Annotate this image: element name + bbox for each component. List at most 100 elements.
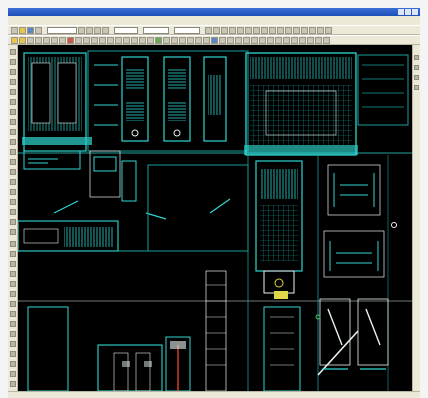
- rectangle-icon[interactable]: [59, 36, 66, 44]
- mirror-tool-icon[interactable]: [10, 261, 16, 267]
- array-tool-icon[interactable]: [10, 281, 16, 287]
- trim-tool-icon[interactable]: [10, 331, 16, 337]
- redo-icon[interactable]: [19, 36, 26, 44]
- layer-properties-icon[interactable]: [78, 26, 85, 34]
- fillet-tool-icon[interactable]: [10, 381, 16, 387]
- text-style-icon[interactable]: [414, 85, 419, 90]
- dimension-linear-icon[interactable]: [293, 26, 300, 34]
- dimension-aligned-icon[interactable]: [301, 26, 308, 34]
- table-icon[interactable]: [10, 219, 16, 225]
- move-icon[interactable]: [107, 36, 114, 44]
- tool-palette-icon[interactable]: [253, 26, 260, 34]
- plot-icon[interactable]: [307, 36, 314, 44]
- zoom-previous-icon[interactable]: [221, 26, 228, 34]
- break-icon[interactable]: [10, 351, 16, 357]
- line-tool-icon[interactable]: [10, 49, 16, 55]
- erase-icon[interactable]: [67, 36, 74, 44]
- layer-previous-icon[interactable]: [94, 26, 101, 34]
- point-icon[interactable]: [10, 179, 16, 185]
- save-icon[interactable]: [27, 26, 34, 34]
- arc-tool-icon[interactable]: [10, 99, 16, 105]
- design-center-icon[interactable]: [245, 26, 252, 34]
- grid-icon[interactable]: [235, 36, 242, 44]
- insert-block-icon[interactable]: [10, 159, 16, 165]
- layout-icon[interactable]: [291, 36, 298, 44]
- hatch-icon[interactable]: [155, 36, 162, 44]
- lineweight-combo[interactable]: [174, 26, 200, 34]
- erase-tool-icon[interactable]: [10, 241, 16, 247]
- zoom-window-icon[interactable]: [213, 26, 220, 34]
- markup-icon[interactable]: [269, 26, 276, 34]
- mirror-icon[interactable]: [83, 36, 90, 44]
- text-icon[interactable]: [163, 36, 170, 44]
- rotate-tool-icon[interactable]: [10, 301, 16, 307]
- scale-icon[interactable]: [123, 36, 130, 44]
- chamfer-icon[interactable]: [203, 36, 210, 44]
- offset-icon[interactable]: [91, 36, 98, 44]
- insert-icon[interactable]: [179, 36, 186, 44]
- layer-state-icon[interactable]: [86, 26, 93, 34]
- ellipse-icon[interactable]: [10, 139, 16, 145]
- zoom-realtime-icon[interactable]: [205, 26, 212, 34]
- print-icon[interactable]: [35, 26, 42, 34]
- spline-icon[interactable]: [10, 129, 16, 135]
- properties-icon[interactable]: [237, 26, 244, 34]
- explode-icon[interactable]: [187, 36, 194, 44]
- ortho-icon[interactable]: [243, 36, 250, 44]
- open-folder-icon[interactable]: [19, 26, 26, 34]
- maximize-button[interactable]: [405, 9, 411, 15]
- construction-line-icon[interactable]: [10, 59, 16, 65]
- polyline-icon[interactable]: [35, 36, 42, 44]
- circle-tool-icon[interactable]: [10, 109, 16, 115]
- polar-icon[interactable]: [251, 36, 258, 44]
- layer-icon[interactable]: [211, 36, 218, 44]
- hatch-tool-icon[interactable]: [10, 189, 16, 195]
- undo-icon[interactable]: [11, 36, 18, 44]
- stretch-icon[interactable]: [131, 36, 138, 44]
- sheet-set-icon[interactable]: [261, 26, 268, 34]
- inquiry-icon[interactable]: [414, 65, 419, 70]
- offset-tool-icon[interactable]: [10, 271, 16, 277]
- move-tool-icon[interactable]: [10, 291, 16, 297]
- scale-tool-icon[interactable]: [10, 311, 16, 317]
- stretch-tool-icon[interactable]: [10, 321, 16, 327]
- dimension-style-icon[interactable]: [325, 26, 332, 34]
- array-icon[interactable]: [99, 36, 106, 44]
- trim-icon[interactable]: [139, 36, 146, 44]
- region-icon[interactable]: [10, 209, 16, 215]
- cloud-icon[interactable]: [10, 119, 16, 125]
- modify-icon[interactable]: [414, 55, 419, 60]
- model-icon[interactable]: [283, 36, 290, 44]
- arc-icon[interactable]: [51, 36, 58, 44]
- pan-icon[interactable]: [229, 26, 236, 34]
- chamfer-tool-icon[interactable]: [10, 371, 16, 377]
- minimize-button[interactable]: [398, 9, 404, 15]
- layer-match-icon[interactable]: [102, 26, 109, 34]
- dimension-radius-icon[interactable]: [309, 26, 316, 34]
- block-icon[interactable]: [171, 36, 178, 44]
- extend-tool-icon[interactable]: [10, 341, 16, 347]
- close-drawing-icon[interactable]: [323, 36, 330, 44]
- options-icon[interactable]: [299, 36, 306, 44]
- snap-icon[interactable]: [227, 36, 234, 44]
- layer-combo[interactable]: [47, 26, 77, 34]
- copy-icon[interactable]: [75, 36, 82, 44]
- color-combo[interactable]: [114, 26, 138, 34]
- mtext-icon[interactable]: [10, 229, 16, 235]
- copy-tool-icon[interactable]: [10, 251, 16, 257]
- ellipse-arc-icon[interactable]: [10, 149, 16, 155]
- extend-icon[interactable]: [147, 36, 154, 44]
- make-block-icon[interactable]: [10, 169, 16, 175]
- close-button[interactable]: [412, 9, 418, 15]
- join-icon[interactable]: [10, 361, 16, 367]
- gradient-icon[interactable]: [10, 199, 16, 205]
- fillet-icon[interactable]: [195, 36, 202, 44]
- rectangle-tool-icon[interactable]: [10, 89, 16, 95]
- lwt-icon[interactable]: [275, 36, 282, 44]
- help-icon[interactable]: [285, 26, 292, 34]
- circle-icon[interactable]: [43, 36, 50, 44]
- polygon-icon[interactable]: [10, 79, 16, 85]
- calculator-icon[interactable]: [277, 26, 284, 34]
- measure-icon[interactable]: [219, 36, 226, 44]
- new-file-icon[interactable]: [11, 26, 18, 34]
